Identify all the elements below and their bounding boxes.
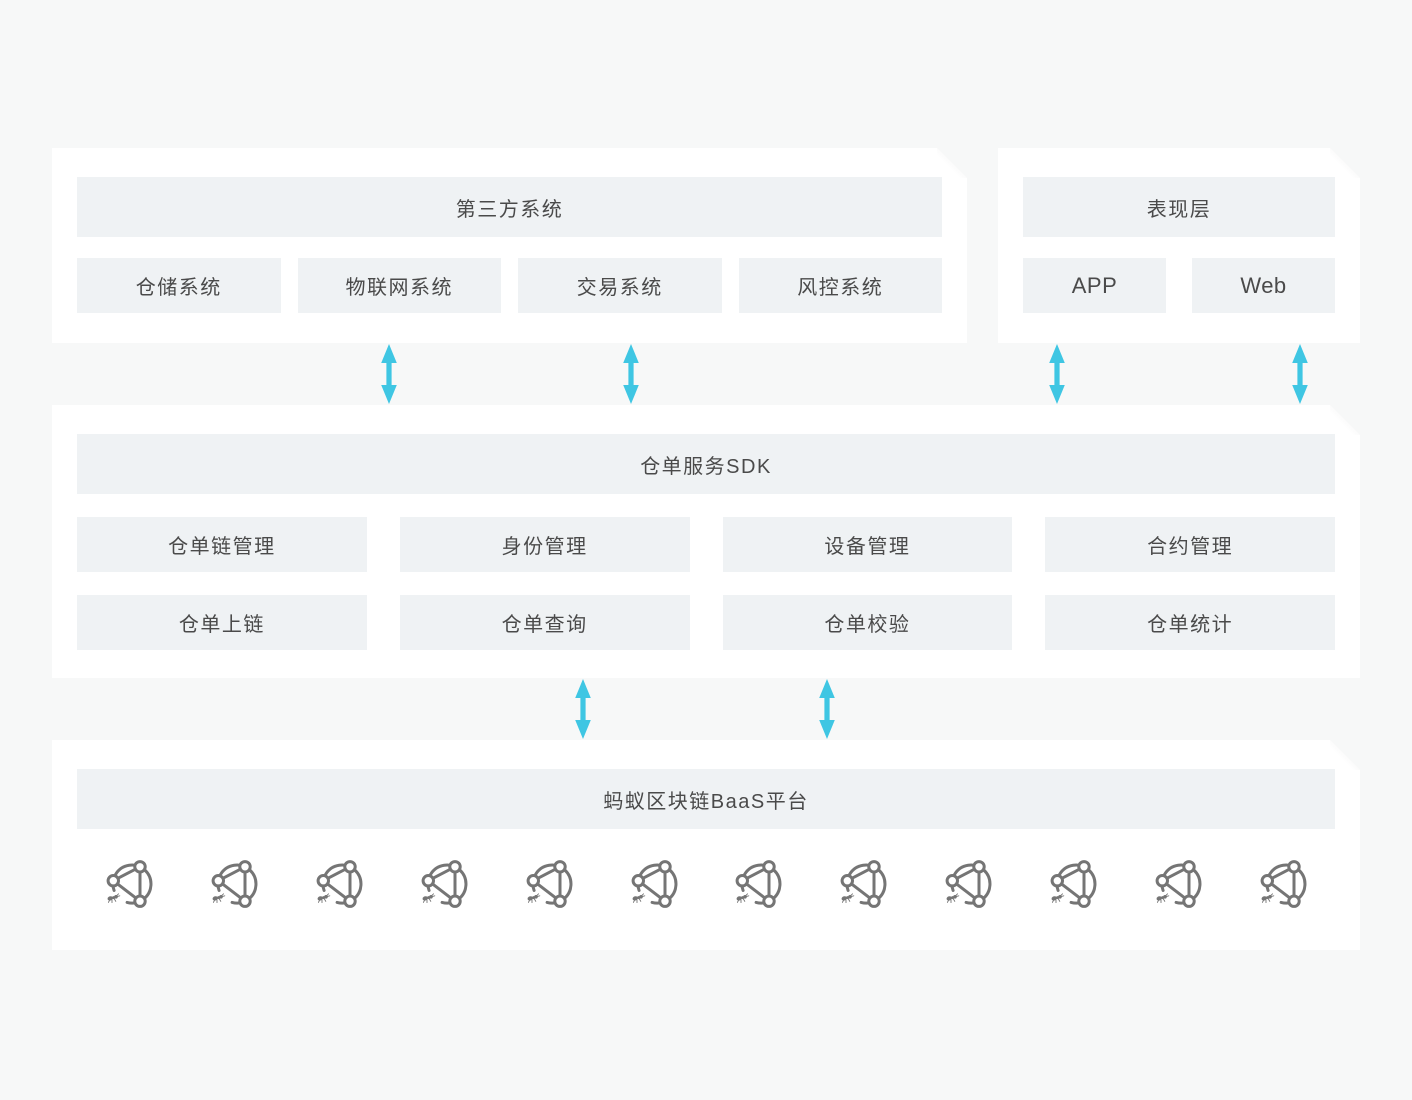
baas-icon-row xyxy=(77,859,1335,911)
sdk-row-1: 仓单链管理 身份管理 设备管理 合约管理 xyxy=(77,517,1335,572)
tile-receipt-query: 仓单查询 xyxy=(400,595,690,650)
tile-device-mgmt: 设备管理 xyxy=(723,517,1013,572)
tile-receipt-chain-mgmt: 仓单链管理 xyxy=(77,517,367,572)
presentation-layer-title: 表现层 xyxy=(1023,177,1335,237)
ant-blockchain-network-icon xyxy=(626,859,682,911)
ant-blockchain-network-icon xyxy=(730,859,786,911)
ant-blockchain-network-icon xyxy=(311,859,367,911)
ant-blockchain-network-icon xyxy=(1045,859,1101,911)
sdk-row-2: 仓单上链 仓单查询 仓单校验 仓单统计 xyxy=(77,595,1335,650)
tile-app: APP xyxy=(1023,258,1166,313)
ant-blockchain-network-icon xyxy=(521,859,577,911)
third-party-items-row: 仓储系统 物联网系统 交易系统 风控系统 xyxy=(77,258,942,313)
bidirectional-arrow xyxy=(1048,344,1066,404)
tile-risk-control-system: 风控系统 xyxy=(739,258,943,313)
tile-receipt-verify: 仓单校验 xyxy=(723,595,1013,650)
ant-blockchain-network-icon xyxy=(101,859,157,911)
receipt-sdk-title: 仓单服务SDK xyxy=(77,434,1335,494)
tile-iot-system: 物联网系统 xyxy=(298,258,502,313)
ant-blockchain-network-icon xyxy=(940,859,996,911)
tile-receipt-onchain: 仓单上链 xyxy=(77,595,367,650)
ant-blockchain-network-icon xyxy=(206,859,262,911)
ant-blockchain-network-icon xyxy=(1150,859,1206,911)
ant-blockchain-network-icon xyxy=(1255,859,1311,911)
tile-web: Web xyxy=(1192,258,1335,313)
bidirectional-arrow xyxy=(622,344,640,404)
tile-trading-system: 交易系统 xyxy=(518,258,722,313)
receipt-sdk-card: 仓单服务SDK 仓单链管理 身份管理 设备管理 合约管理 仓单上链 仓单查询 仓… xyxy=(52,405,1360,678)
presentation-layer-card: 表现层 APP Web xyxy=(998,148,1360,343)
bidirectional-arrow xyxy=(818,679,836,739)
tile-identity-mgmt: 身份管理 xyxy=(400,517,690,572)
ant-blockchain-network-icon xyxy=(835,859,891,911)
tile-contract-mgmt: 合约管理 xyxy=(1045,517,1335,572)
tile-warehouse-system: 仓储系统 xyxy=(77,258,281,313)
third-party-systems-title: 第三方系统 xyxy=(77,177,942,237)
baas-platform-card: 蚂蚁区块链BaaS平台 xyxy=(52,740,1360,950)
ant-blockchain-network-icon xyxy=(416,859,472,911)
bidirectional-arrow xyxy=(380,344,398,404)
third-party-systems-card: 第三方系统 仓储系统 物联网系统 交易系统 风控系统 xyxy=(52,148,967,343)
bidirectional-arrow xyxy=(574,679,592,739)
baas-platform-title: 蚂蚁区块链BaaS平台 xyxy=(77,769,1335,829)
presentation-items-row: APP Web xyxy=(1023,258,1335,313)
bidirectional-arrow xyxy=(1291,344,1309,404)
tile-receipt-stats: 仓单统计 xyxy=(1045,595,1335,650)
